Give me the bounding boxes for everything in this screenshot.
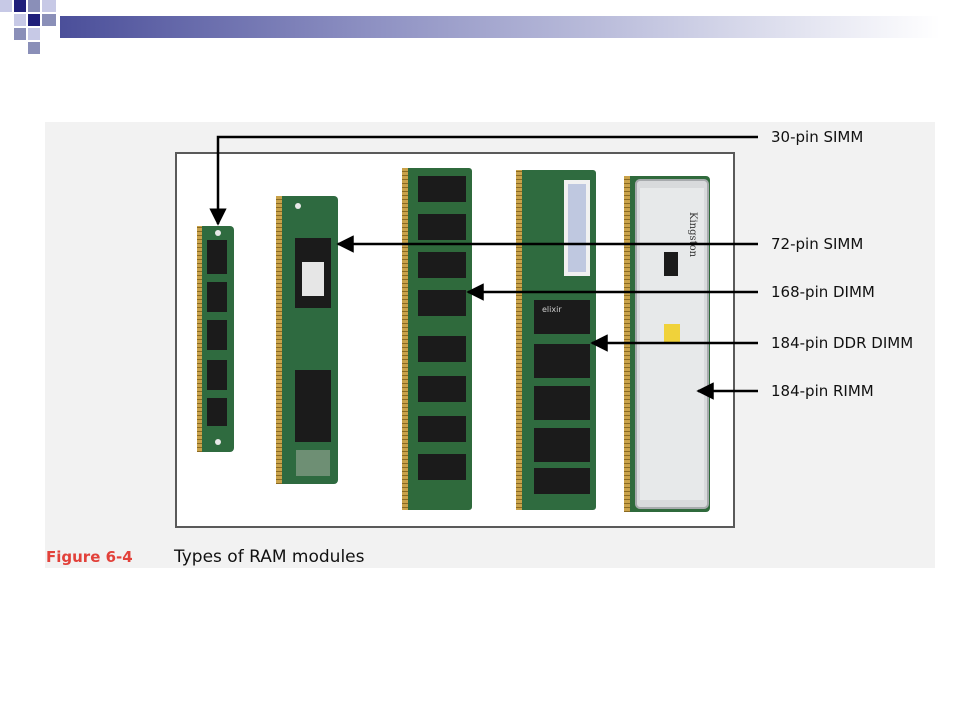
header-square (14, 0, 26, 12)
kingston-label: Kingston (687, 212, 698, 258)
callout-arrows (209, 135, 758, 400)
callout-72-pin-simm: 72-pin SIMM (771, 235, 864, 253)
figure-number: Figure 6-4 (46, 548, 133, 566)
module-72-pin-simm (276, 196, 338, 484)
callout-168-pin-dimm: 168-pin DIMM (771, 283, 875, 301)
header-square (0, 0, 12, 12)
arrow-30-pin-simm (209, 135, 758, 226)
header-square (14, 28, 26, 40)
elixir-chip-label: elixir (542, 305, 562, 314)
module-184-pin-ddr-dimm: elixir (516, 170, 596, 510)
callout-184-pin-rimm: 184-pin RIMM (771, 382, 874, 400)
header-square (28, 14, 40, 26)
callout-184-pin-ddr-dimm: 184-pin DDR DIMM (771, 334, 914, 352)
figure-caption: Types of RAM modules (174, 547, 365, 567)
module-30-pin-simm (197, 226, 234, 452)
callout-30-pin-simm: 30-pin SIMM (771, 128, 864, 146)
header-square (42, 0, 56, 12)
header-square (28, 28, 40, 40)
header-square (42, 14, 56, 26)
header-square (28, 42, 40, 54)
header-gradient-bar (60, 16, 940, 38)
header-square (28, 0, 40, 12)
module-168-pin-dimm (402, 168, 472, 510)
header-square (14, 14, 26, 26)
